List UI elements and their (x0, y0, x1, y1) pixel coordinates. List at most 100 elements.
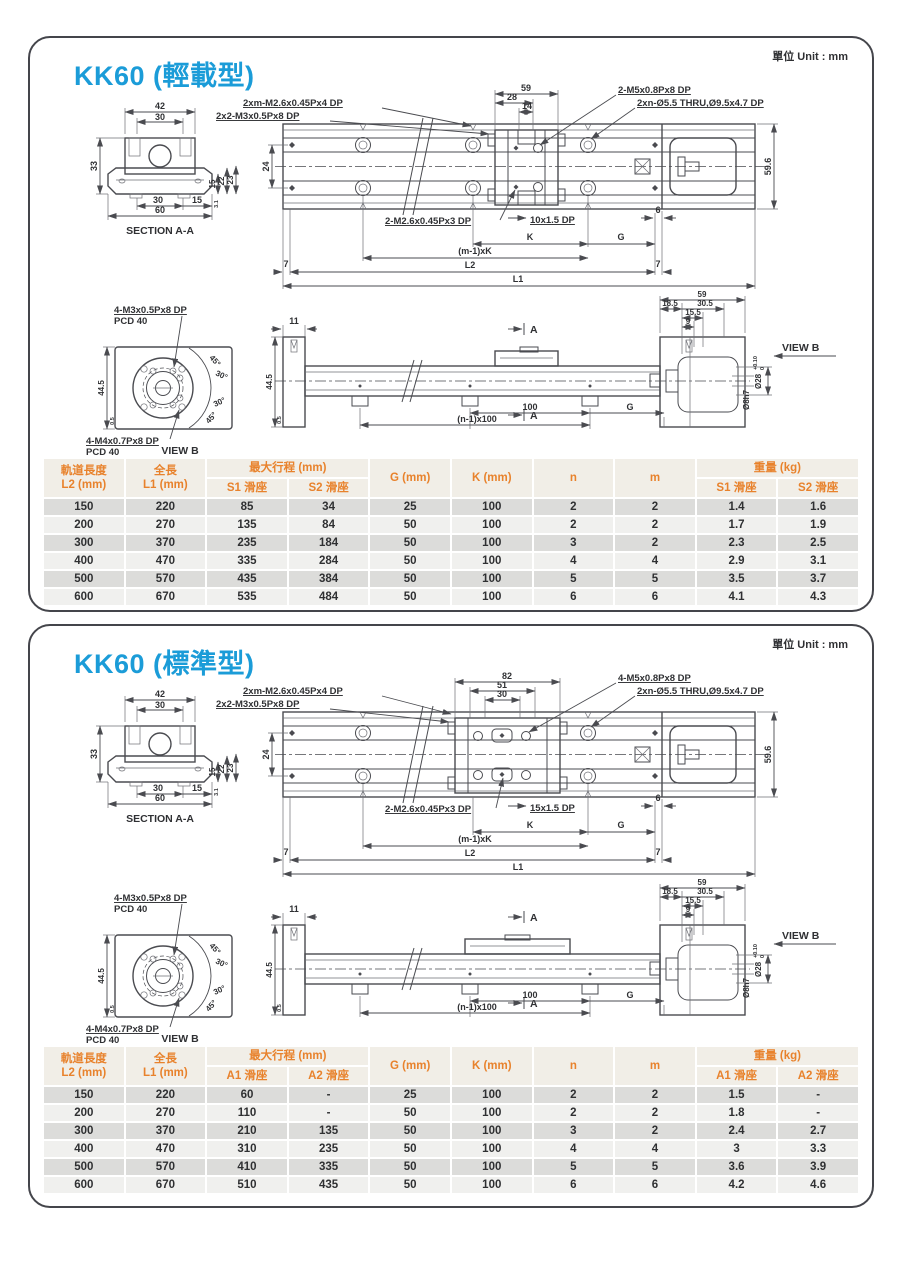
dim-label: 30.5 (697, 887, 713, 896)
callout-m4: 4-M4x0.7Px8 DP (86, 436, 160, 447)
table-cell: 1.5 (696, 1087, 777, 1103)
table-cell: 335 (288, 1159, 369, 1175)
table-cell: 84 (288, 517, 369, 533)
col-header-n: n (533, 459, 614, 497)
table-cell: 3.5 (696, 571, 777, 587)
table-cell: 50 (370, 535, 450, 551)
callout-bottom-taps: 2-M2.6x0.45Px3 DP (385, 216, 472, 227)
dim-label: 15 (208, 179, 217, 188)
table-cell: 100 (451, 1141, 532, 1157)
angle-label: 30° (212, 984, 227, 997)
dim-label: 44.5 (265, 962, 274, 978)
dim-label: L1 (513, 274, 524, 284)
table-cell: 3.1 (778, 553, 858, 569)
side-view: 11 A A (265, 878, 836, 1017)
dim-label: 18.5 (662, 299, 678, 308)
dim-label: Ø28 (754, 961, 763, 977)
carriage-block (447, 717, 568, 794)
table-cell: 270 (125, 517, 206, 533)
callout-m4: 4-M4x0.7Px8 DP (86, 1024, 160, 1035)
dim-label: 9 (686, 317, 691, 326)
table-cell: 2 (533, 499, 614, 515)
table-cell: 6 (533, 589, 614, 605)
table-cell: 100 (451, 553, 532, 569)
section-marker: A (530, 324, 538, 336)
dim-label: K (527, 820, 534, 830)
table-cell: 2 (615, 499, 695, 515)
angle-label: 30° (214, 957, 229, 970)
col-header-k: K (mm) (451, 459, 532, 497)
table-cell: 600 (44, 1177, 124, 1193)
panel-kk60-standard: 單位 Unit : mm KK60 (標準型) (28, 624, 874, 1208)
side-view: 11 A A (265, 290, 836, 429)
table-cell: 300 (44, 1123, 124, 1139)
table-cell: 1.4 (696, 499, 777, 515)
dim-label: 28 (507, 92, 517, 102)
dim-label: 15 (192, 195, 202, 205)
dim-label: 23 (226, 175, 235, 184)
table-cell: - (778, 1087, 858, 1103)
table-cell: 3 (533, 535, 614, 551)
table-cell: 2 (533, 517, 614, 533)
technical-drawing-standard: 82 51 30 2xm-M2.6x0.45Px4 DP 2x2-M3x0.5P… (86, 671, 836, 1044)
dim-label: 15.5 (685, 896, 701, 905)
table-cell: 470 (125, 553, 206, 569)
unit-label: 單位 Unit : mm (772, 639, 848, 651)
table-cell: 4 (615, 553, 695, 569)
section-title: KK60 (輕載型) (74, 61, 255, 91)
dim-label: 59.6 (763, 158, 773, 176)
dim-label: (m-1)xK (458, 834, 492, 844)
angle-label: 45° (204, 998, 219, 1013)
callout-m4-pcd: PCD 40 (86, 447, 119, 456)
table-cell: 2.5 (778, 535, 858, 551)
table-cell: 3 (533, 1123, 614, 1139)
dim-label: 15 (208, 767, 217, 776)
table-cell: 4 (533, 1141, 614, 1157)
table-cell: 670 (125, 589, 206, 605)
table-cell: 25 (370, 1087, 450, 1103)
dim-tolerance: 0 (760, 955, 766, 958)
table-cell: 335 (207, 553, 287, 569)
table-cell: 570 (125, 571, 206, 587)
table-cell: 25 (370, 499, 450, 515)
plan-bottom-dims: K G (m-1)xK L2 7 7 L1 (273, 196, 756, 289)
dim-label: 100 (522, 402, 537, 412)
table-cell: 50 (370, 517, 450, 533)
motor-block (649, 924, 746, 1016)
dim-label: 15.5 (685, 308, 701, 317)
dim-tolerance: +0.10 (753, 944, 759, 958)
table-cell: - (288, 1105, 369, 1121)
table-cell: 4.1 (696, 589, 777, 605)
table-cell: 150 (44, 1087, 124, 1103)
table-cell: 535 (207, 589, 287, 605)
table-cell: 410 (207, 1159, 287, 1175)
col-header-w1: S1 滑座 (696, 479, 777, 497)
table-cell: 100 (451, 1123, 532, 1139)
table-cell: 2 (615, 1105, 695, 1121)
dim-label: L2 (465, 260, 476, 270)
table-cell: 510 (207, 1177, 287, 1193)
col-header-w1: A1 滑座 (696, 1067, 777, 1085)
table-cell: 100 (451, 1159, 532, 1175)
dim-label: 0.5 (277, 416, 283, 424)
view-b-flange: 4-M3x0.5Px8 DP PCD 40 45° 30° 30° 45° (86, 305, 233, 456)
plan-view: 59 28 14 2xm-M2.6x0.45Px4 DP 2x2-M3x0.5P… (216, 83, 778, 289)
dim-label: L2 (465, 848, 476, 858)
col-header-s2: S2 滑座 (288, 479, 369, 497)
table-cell: 4.3 (778, 589, 858, 605)
table-cell: 110 (207, 1105, 287, 1121)
dim-label: Ø8h7 (742, 977, 751, 998)
dim-label: 7 (655, 259, 660, 269)
table-cell: 384 (288, 571, 369, 587)
dim-label: 33 (89, 161, 99, 171)
